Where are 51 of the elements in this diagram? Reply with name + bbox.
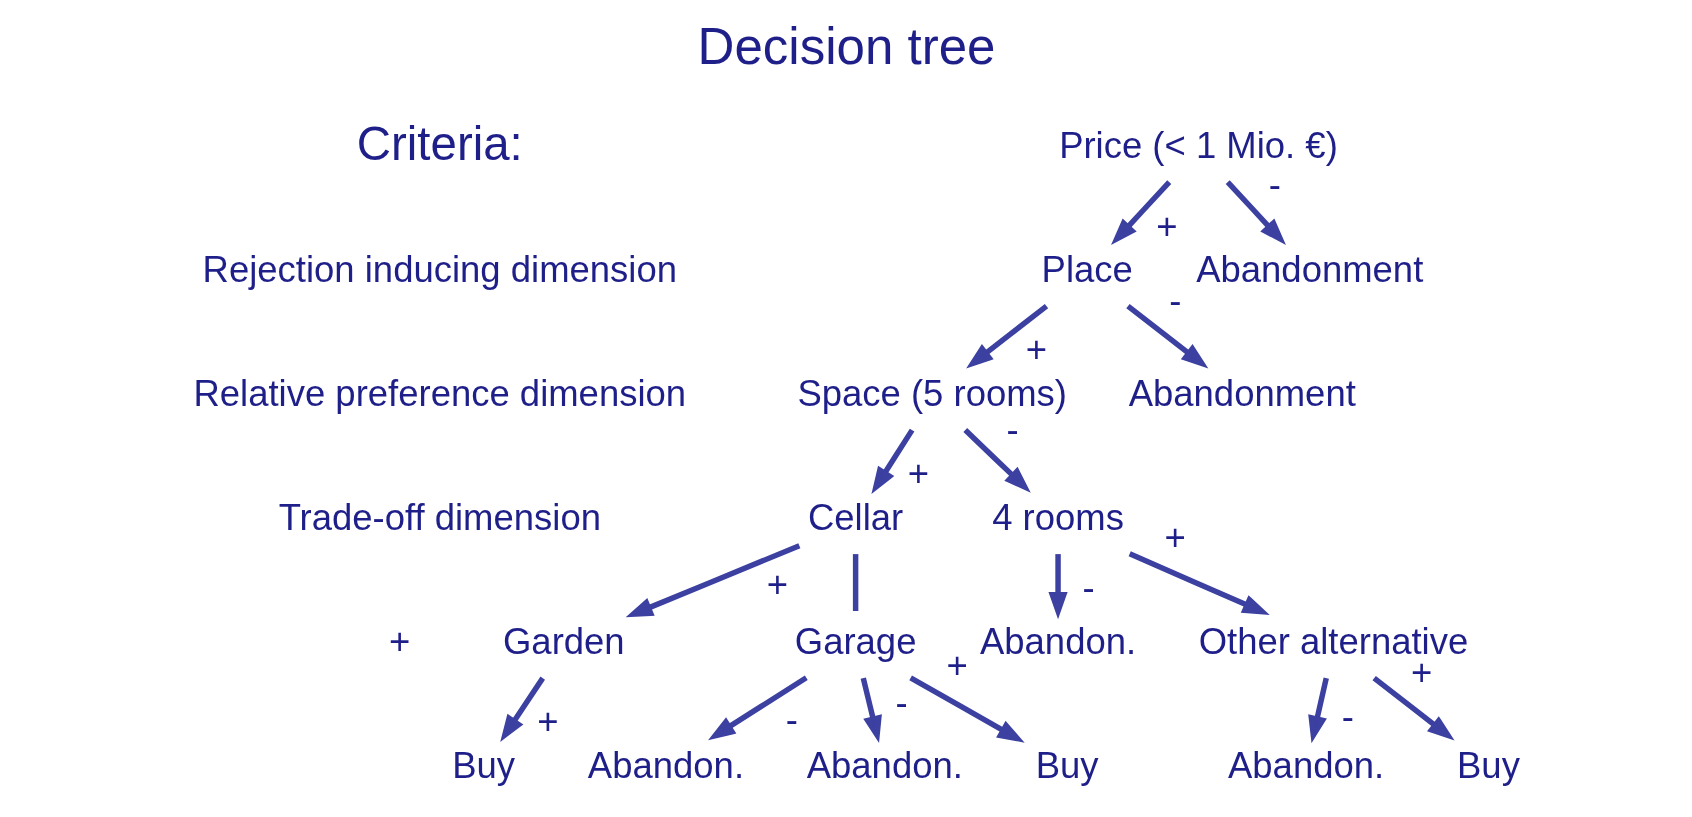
edge-label: - bbox=[1081, 566, 1095, 608]
node-text: Garage bbox=[794, 620, 916, 662]
node-text: Abandon. bbox=[1227, 744, 1384, 786]
node-text: Buy bbox=[451, 744, 515, 786]
edge-label: - bbox=[1341, 696, 1354, 738]
edge-label: + bbox=[1025, 328, 1047, 370]
edge-label: + bbox=[536, 701, 559, 743]
node-text: Abandon. bbox=[587, 744, 744, 786]
arrow bbox=[707, 675, 808, 741]
node-text: 4 rooms bbox=[991, 496, 1124, 538]
arrow bbox=[908, 675, 1025, 743]
arrow bbox=[1047, 554, 1068, 620]
node-text: Buy bbox=[1035, 744, 1099, 786]
edge-label: + bbox=[1164, 516, 1186, 558]
node-text: Abandon. bbox=[979, 620, 1136, 662]
arrow bbox=[965, 303, 1048, 369]
arrow bbox=[1128, 551, 1270, 615]
edge-label: - bbox=[785, 699, 798, 741]
arrow bbox=[962, 428, 1031, 493]
connector bbox=[852, 554, 858, 612]
node-text: Other alternative bbox=[1198, 620, 1468, 662]
label: Relative preference dimension bbox=[193, 372, 686, 414]
node-text: Cellar bbox=[807, 496, 903, 538]
edge-label: + bbox=[766, 563, 788, 605]
arrow bbox=[1225, 180, 1286, 246]
edge-label: + bbox=[1155, 205, 1178, 247]
arrow bbox=[860, 677, 882, 744]
node-text: Price (< 1 Mio. €) bbox=[1058, 124, 1338, 166]
label: Trade-off dimension bbox=[278, 496, 601, 538]
edge-label: + bbox=[907, 453, 929, 495]
label: Rejection inducing dimension bbox=[202, 248, 677, 290]
diagram-title: Decision tree bbox=[697, 17, 995, 75]
node-text: Garden bbox=[502, 620, 625, 662]
label: + bbox=[388, 620, 410, 662]
node-text: Abandonment bbox=[1128, 372, 1356, 414]
arrow bbox=[1372, 675, 1455, 741]
edge-label: - bbox=[894, 682, 908, 724]
arrow bbox=[1125, 303, 1208, 369]
arrow bbox=[1307, 677, 1329, 744]
edge-label: + bbox=[946, 645, 968, 687]
arrow bbox=[870, 428, 914, 494]
arrow bbox=[1110, 180, 1171, 246]
node-text: Abandon. bbox=[806, 744, 963, 786]
node-text: Place bbox=[1041, 248, 1133, 290]
node-text: Buy bbox=[1456, 744, 1520, 786]
edge-label: - bbox=[1168, 280, 1181, 322]
label: Criteria: bbox=[356, 117, 523, 171]
edge-label: - bbox=[1268, 164, 1281, 206]
arrow bbox=[499, 676, 545, 742]
node-text: Abandonment bbox=[1195, 248, 1423, 290]
arrow bbox=[625, 543, 800, 618]
